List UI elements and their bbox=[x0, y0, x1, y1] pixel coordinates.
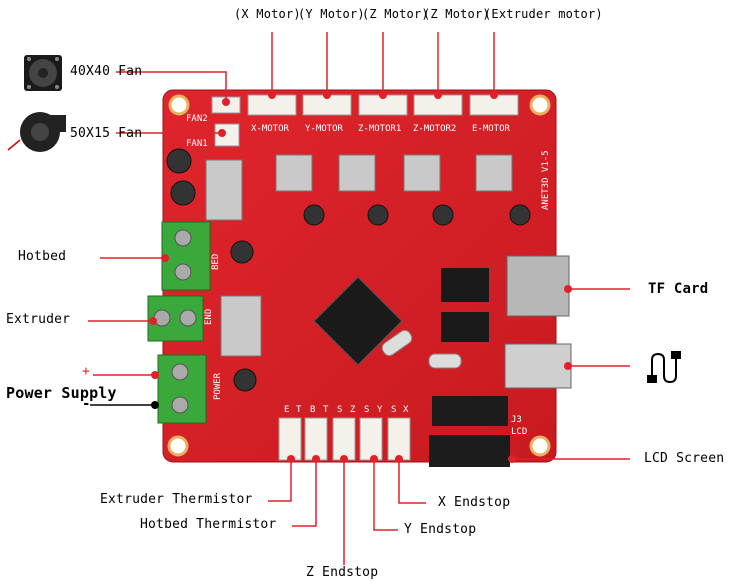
label-hotbed-thermistor: Hotbed Thermistor bbox=[140, 517, 277, 532]
silk-y-motor: Y-MOTOR bbox=[305, 124, 344, 134]
j3-header bbox=[432, 396, 508, 426]
silk-pin-9: X bbox=[403, 405, 409, 415]
label-fan-40: 40X40 Fan bbox=[70, 64, 143, 79]
silk-z-motor2: Z-MOTOR2 bbox=[413, 124, 456, 134]
label-lcd-screen: LCD Screen bbox=[644, 451, 725, 466]
label-fan-50: 50X15 Fan bbox=[70, 126, 143, 141]
driver-heatsinks bbox=[205, 154, 513, 357]
silk-pin-8: S bbox=[391, 405, 396, 415]
label-hotbed: Hotbed bbox=[18, 249, 67, 264]
silk-e-motor: E-MOTOR bbox=[472, 124, 511, 134]
lcd-header bbox=[429, 435, 510, 467]
label-tf-card: TF Card bbox=[648, 281, 709, 297]
usb-icon bbox=[647, 351, 681, 384]
silk-pin-0: E bbox=[284, 405, 289, 415]
label-z-endstop: Z Endstop bbox=[306, 565, 379, 580]
terminal-blocks bbox=[147, 221, 211, 424]
fan-50-icon bbox=[7, 112, 66, 152]
silk-fan1: FAN1 bbox=[186, 139, 208, 149]
label-x-motor: (X Motor) bbox=[234, 7, 301, 21]
usb-port bbox=[504, 343, 572, 389]
label-extruder-motor: (Extruder motor) bbox=[484, 7, 603, 21]
silk-pin-2: B bbox=[310, 405, 315, 415]
leader-lines bbox=[88, 32, 630, 565]
silk-model: ANET3D V1-5 bbox=[541, 150, 551, 210]
silk-pin-3: T bbox=[323, 405, 329, 415]
silk-pin-4: S bbox=[337, 405, 342, 415]
silk-end: END bbox=[204, 309, 214, 325]
silk-lcd: LCD bbox=[511, 427, 527, 437]
fan-40-icon bbox=[24, 55, 62, 91]
label-x-endstop: X Endstop bbox=[438, 495, 511, 510]
label-z-motor-2: (Z Motor) bbox=[423, 7, 490, 21]
silk-pin-6: S bbox=[364, 405, 369, 415]
silk-power: POWER bbox=[213, 372, 223, 400]
silk-pin-7: Y bbox=[377, 405, 383, 415]
endstop-connectors bbox=[278, 417, 411, 461]
silk-pin-1: T bbox=[296, 405, 302, 415]
silk-fan2: FAN2 bbox=[186, 114, 208, 124]
label-y-endstop: Y Endstop bbox=[404, 522, 477, 537]
silk-bed: BED bbox=[211, 254, 221, 270]
label-y-motor: (Y Motor) bbox=[298, 7, 365, 21]
mcu-chip bbox=[313, 276, 403, 366]
label-power-supply: Power Supply bbox=[6, 384, 117, 402]
label-z-motor-1: (Z Motor) bbox=[362, 7, 429, 21]
silk-pin-5: Z bbox=[350, 405, 356, 415]
silk-z-motor1: Z-MOTOR1 bbox=[358, 124, 401, 134]
silk-x-motor: X-MOTOR bbox=[251, 124, 290, 134]
label-minus: - bbox=[82, 396, 91, 412]
tf-card-slot bbox=[506, 255, 570, 317]
label-plus: + bbox=[82, 364, 91, 379]
label-extruder-thermistor: Extruder Thermistor bbox=[100, 492, 253, 507]
silk-j3: J3 bbox=[511, 415, 522, 425]
label-extruder: Extruder bbox=[6, 312, 71, 327]
